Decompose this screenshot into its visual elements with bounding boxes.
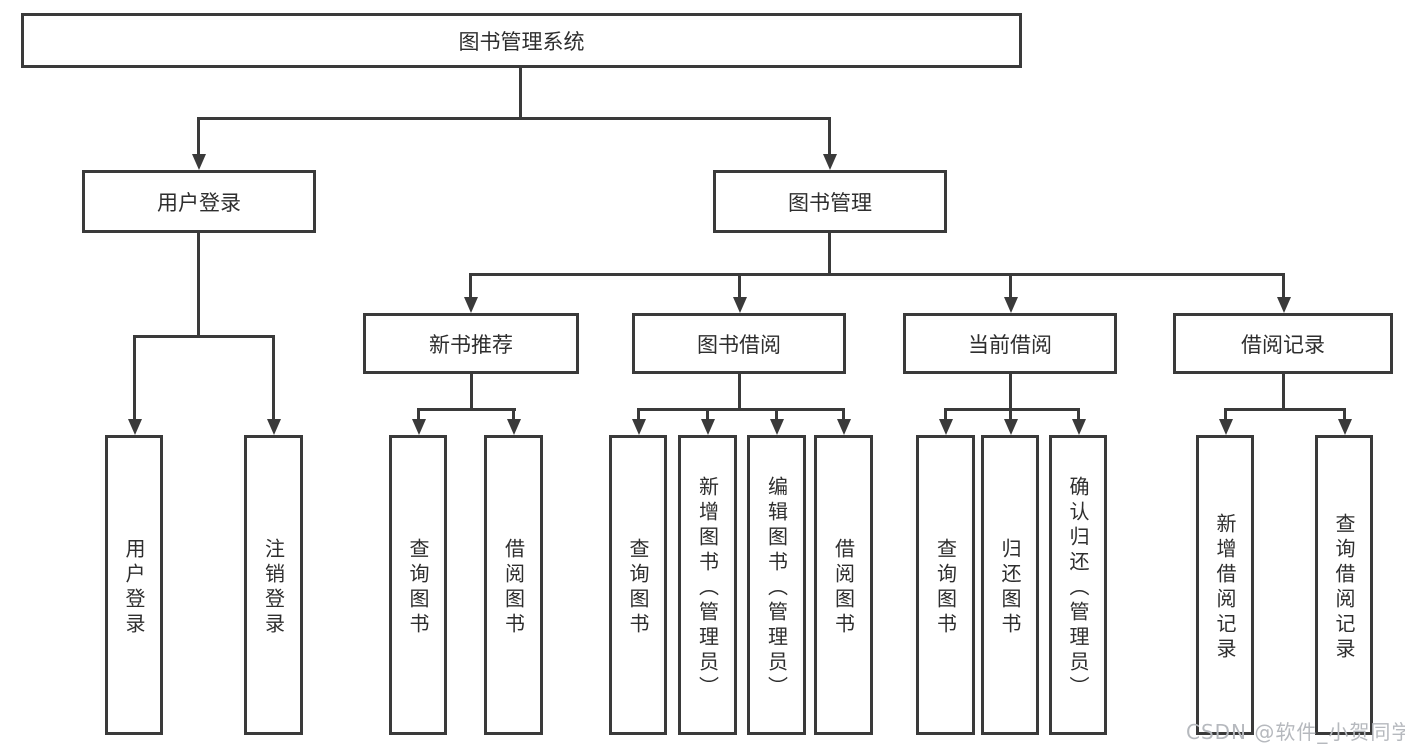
leaf-bw-edit-books-admin-label: 编辑图书（管理员） bbox=[764, 475, 789, 701]
connector-user-login-split bbox=[133, 335, 275, 338]
arrowhead-down-icon bbox=[700, 419, 715, 435]
arrowhead-down-icon bbox=[1003, 297, 1018, 313]
connector-borrow-split bbox=[637, 408, 845, 411]
connector-drop-cur-return bbox=[1009, 408, 1012, 420]
node-book-borrow: 图书借阅 bbox=[632, 313, 846, 374]
connector-drop-bw-borrow bbox=[842, 408, 845, 420]
connector-book-mgmt-split bbox=[469, 273, 1285, 276]
connector-new-rec-stem bbox=[470, 374, 473, 408]
node-borrow-records: 借阅记录 bbox=[1173, 313, 1393, 374]
node-root-label: 图书管理系统 bbox=[458, 29, 585, 54]
leaf-bw-add-books-admin: 新增图书（管理员） bbox=[678, 435, 737, 735]
arrowhead-down-icon bbox=[506, 419, 521, 435]
node-borrow-records-label: 借阅记录 bbox=[1241, 332, 1325, 357]
connector-drop-new-rec bbox=[469, 273, 472, 298]
connector-new-rec-split bbox=[417, 408, 516, 411]
connector-drop-rec-borrow bbox=[512, 408, 515, 420]
node-user-login: 用户登录 bbox=[82, 170, 316, 233]
arrowhead-down-icon bbox=[938, 419, 953, 435]
leaf-cur-query-books-label: 查询图书 bbox=[933, 538, 958, 638]
leaf-bw-add-books-admin-label: 新增图书（管理员） bbox=[695, 475, 720, 701]
leaf-cur-return-books: 归还图书 bbox=[981, 435, 1039, 735]
connector-current-split bbox=[944, 408, 1080, 411]
connector-drop-bw-query bbox=[637, 408, 640, 420]
leaf-rec-query-books: 查询图书 bbox=[389, 435, 447, 735]
arrowhead-down-icon bbox=[463, 297, 478, 313]
connector-drop-rec-query bbox=[417, 408, 420, 420]
connector-borrow-stem bbox=[738, 374, 741, 408]
arrowhead-down-icon bbox=[266, 419, 281, 435]
leaf-cur-confirm-return-admin: 确认归还（管理员） bbox=[1049, 435, 1107, 735]
arrowhead-down-icon bbox=[127, 419, 142, 435]
arrowhead-down-icon bbox=[191, 154, 206, 170]
leaf-cur-confirm-return-admin-label: 确认归还（管理员） bbox=[1066, 475, 1090, 701]
arrowhead-down-icon bbox=[732, 297, 747, 313]
leaf-logout: 注销登录 bbox=[244, 435, 303, 735]
node-book-mgmt: 图书管理 bbox=[713, 170, 947, 233]
connector-drop-cur-confirm bbox=[1077, 408, 1080, 420]
connector-drop-book-mgmt bbox=[828, 117, 831, 155]
connector-drop-user-login bbox=[197, 117, 200, 155]
leaf-records-query: 查询借阅记录 bbox=[1315, 435, 1373, 735]
leaf-cur-return-books-label: 归还图书 bbox=[998, 538, 1022, 638]
leaf-rec-borrow-books-label: 借阅图书 bbox=[501, 538, 526, 638]
leaf-rec-query-books-label: 查询图书 bbox=[406, 538, 430, 638]
connector-drop-borrow bbox=[738, 273, 741, 298]
node-current-borrow-label: 当前借阅 bbox=[968, 332, 1052, 357]
leaf-bw-borrow-books-label: 借阅图书 bbox=[831, 538, 856, 638]
arrowhead-down-icon bbox=[836, 419, 851, 435]
leaf-logout-label: 注销登录 bbox=[261, 538, 286, 638]
connector-user-login-stem bbox=[197, 233, 200, 335]
csdn-watermark: CSDN @软件_小贺同学 bbox=[1186, 720, 1405, 744]
arrowhead-down-icon bbox=[411, 419, 426, 435]
connector-drop-login bbox=[133, 335, 136, 420]
leaf-user-login: 用户登录 bbox=[105, 435, 163, 735]
node-new-book-rec-label: 新书推荐 bbox=[429, 332, 513, 357]
connector-drop-records-add bbox=[1224, 408, 1227, 420]
connector-drop-bw-add bbox=[706, 408, 709, 420]
leaf-bw-borrow-books: 借阅图书 bbox=[814, 435, 873, 735]
node-book-mgmt-label: 图书管理 bbox=[788, 190, 872, 215]
connector-records-stem bbox=[1282, 374, 1285, 408]
arrowhead-down-icon bbox=[1337, 419, 1352, 435]
connector-book-mgmt-stem bbox=[828, 233, 831, 273]
node-current-borrow: 当前借阅 bbox=[903, 313, 1117, 374]
leaf-records-query-label: 查询借阅记录 bbox=[1332, 513, 1356, 663]
leaf-user-login-label: 用户登录 bbox=[122, 538, 146, 638]
leaf-records-add-label: 新增借阅记录 bbox=[1213, 513, 1237, 663]
connector-current-stem bbox=[1009, 374, 1012, 408]
leaf-bw-query-books-label: 查询图书 bbox=[626, 538, 650, 638]
connector-drop-bw-edit bbox=[775, 408, 778, 420]
arrowhead-down-icon bbox=[1218, 419, 1233, 435]
connector-drop-records bbox=[1282, 273, 1285, 298]
connector-drop-logout bbox=[272, 335, 275, 420]
node-root: 图书管理系统 bbox=[21, 13, 1022, 68]
node-new-book-rec: 新书推荐 bbox=[363, 313, 579, 374]
arrowhead-down-icon bbox=[1071, 419, 1086, 435]
connector-drop-records-query bbox=[1343, 408, 1346, 420]
arrowhead-down-icon bbox=[1276, 297, 1291, 313]
connector-drop-current bbox=[1009, 273, 1012, 298]
arrowhead-down-icon bbox=[769, 419, 784, 435]
leaf-bw-edit-books-admin: 编辑图书（管理员） bbox=[747, 435, 806, 735]
arrowhead-down-icon bbox=[1003, 419, 1018, 435]
node-user-login-label: 用户登录 bbox=[157, 190, 241, 215]
arrowhead-down-icon bbox=[631, 419, 646, 435]
connector-root-stem bbox=[519, 68, 522, 117]
node-book-borrow-label: 图书借阅 bbox=[697, 332, 781, 357]
connector-records-split bbox=[1224, 408, 1346, 411]
connector-drop-cur-query bbox=[944, 408, 947, 420]
connector-root-split bbox=[197, 117, 831, 120]
leaf-cur-query-books: 查询图书 bbox=[916, 435, 975, 735]
leaf-bw-query-books: 查询图书 bbox=[609, 435, 667, 735]
arrowhead-down-icon bbox=[822, 154, 837, 170]
leaf-records-add: 新增借阅记录 bbox=[1196, 435, 1254, 735]
leaf-rec-borrow-books: 借阅图书 bbox=[484, 435, 543, 735]
